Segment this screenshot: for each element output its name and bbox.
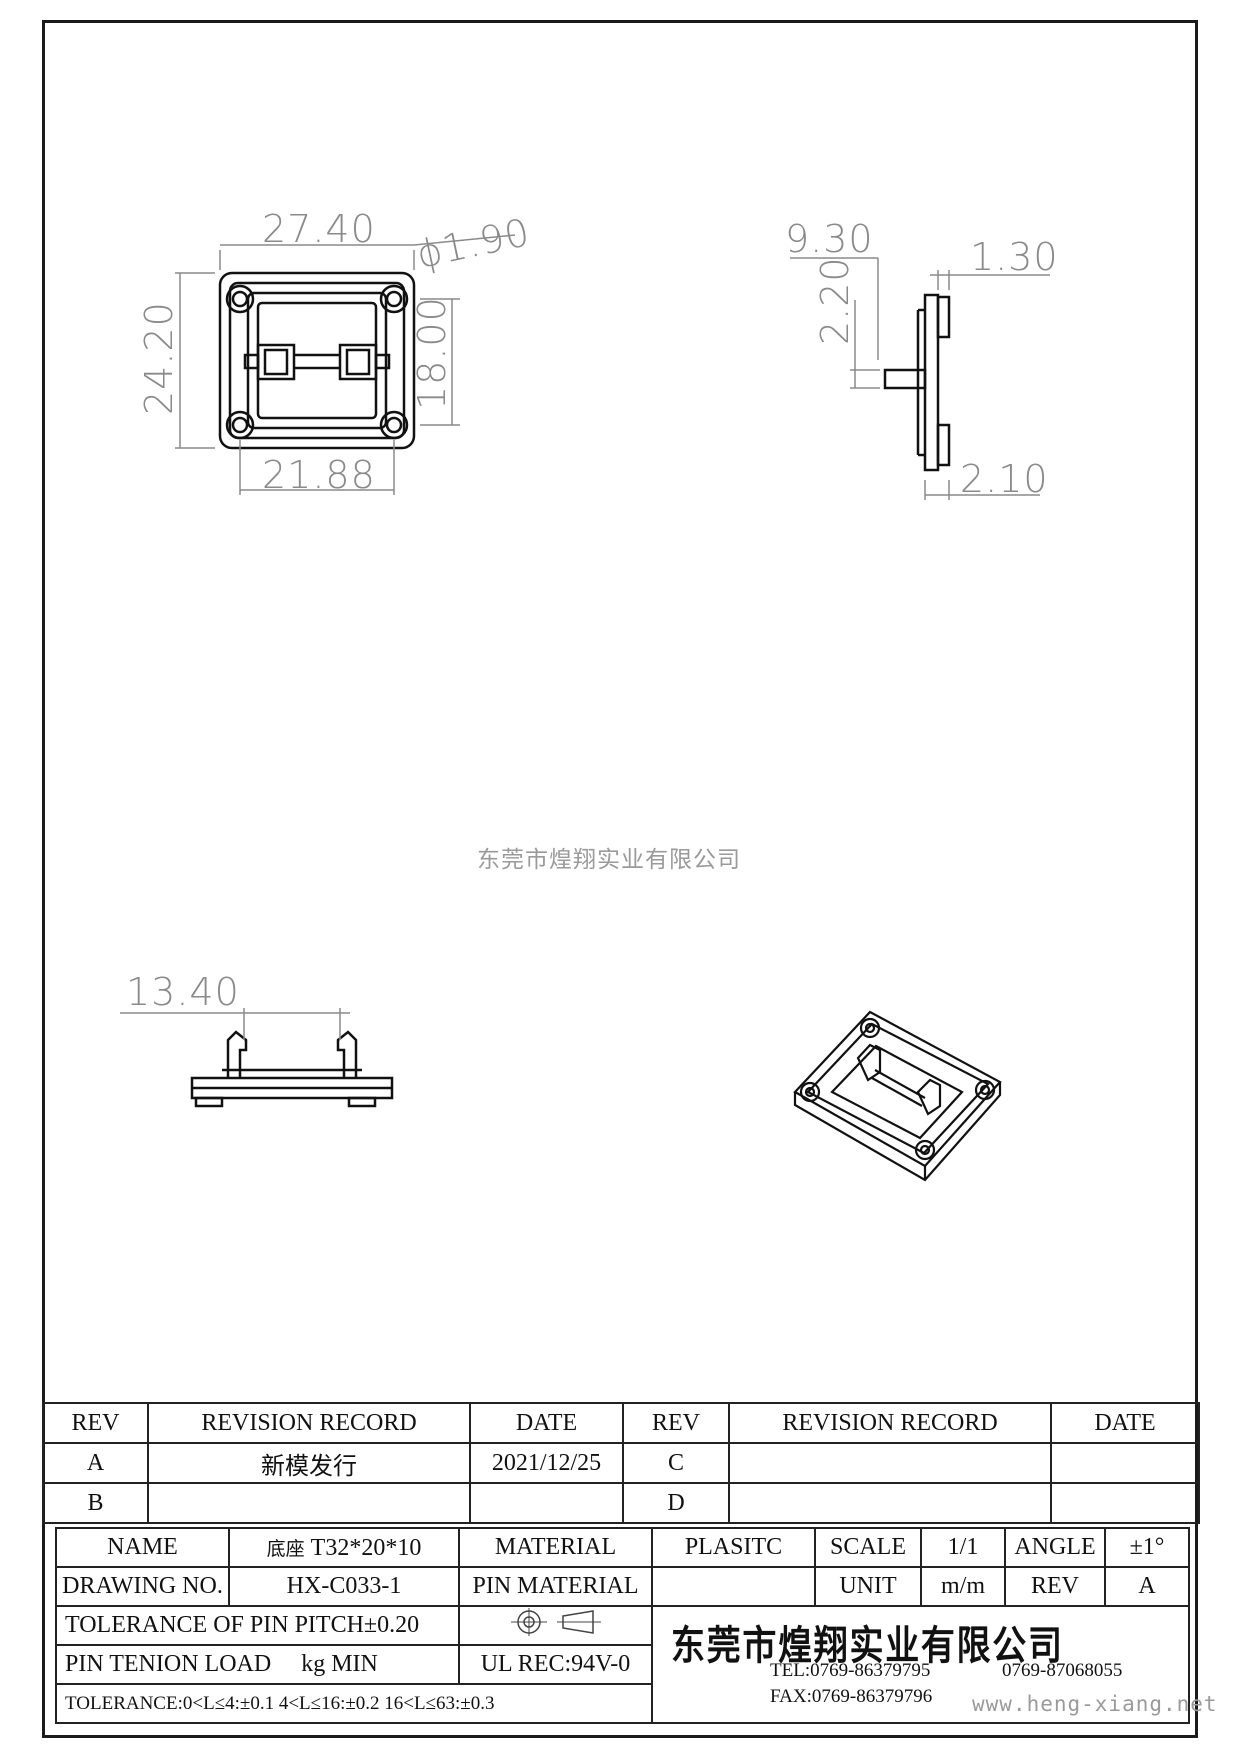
material-label: MATERIAL [458,1527,653,1568]
dim-inner-height: 18.00 [410,296,454,410]
ul-rec: UL REC:94V-0 [458,1644,653,1685]
name-value-spec: T32*20*10 [310,1534,422,1561]
rev-a-record: 新模发行 [147,1442,471,1484]
rev-value: A [1104,1566,1190,1607]
rev-d-record [728,1482,1052,1524]
rev-b: B [42,1482,149,1524]
angle-value: ±1° [1104,1527,1190,1568]
rev-d: D [622,1482,730,1524]
company-block: 东莞市煌翔实业有限公司 [651,1605,1190,1724]
dim-front-width: 13.40 [126,970,240,1014]
date-header-2: DATE [1050,1402,1200,1444]
drawing-no-label: DRAWING NO. [55,1566,230,1607]
material-value: PLASITC [651,1527,816,1568]
date-header: DATE [469,1402,624,1444]
projection-icon [510,1608,601,1636]
rev-c-date [1050,1442,1200,1484]
rev-b-date [469,1482,624,1524]
rev-c: C [622,1442,730,1484]
tolerance-pitch: TOLERANCE OF PIN PITCH±0.20 [55,1605,460,1646]
pin-material-label: PIN MATERIAL [458,1566,653,1607]
revision-record-header: REVISION RECORD [147,1402,471,1444]
unit-label: UNIT [814,1566,922,1607]
watermark-company: 东莞市煌翔实业有限公司 [477,847,741,873]
rev-header-2: REV [622,1402,730,1444]
pin-material-value [651,1566,816,1607]
pin-load-label: PIN TENION LOAD [65,1651,272,1677]
scale-label: SCALE [814,1527,922,1568]
pin-load-unit: kg MIN [301,1651,378,1677]
drawing-frame [42,20,1198,1738]
rev-label: REV [1004,1566,1106,1607]
rev-a-date: 2021/12/25 [469,1442,624,1484]
projection-symbol-cell [458,1605,653,1646]
revision-table: REV REVISION RECORD DATE REV REVISION RE… [42,1402,1200,1524]
side-view [883,293,951,472]
dim-side-thickness: 1.30 [970,235,1059,279]
dim-bottom-width: 21.88 [262,453,376,497]
rev-c-record [728,1442,1052,1484]
website-watermark: www.heng-xiang.net [972,1692,1218,1716]
side-view-dims [790,257,1050,500]
rev-d-date [1050,1482,1200,1524]
dim-top-width: 27.40 [262,207,376,251]
name-value-cn: 底座 [266,1537,305,1560]
angle-label: ANGLE [1004,1527,1106,1568]
unit-value: m/m [920,1566,1006,1607]
dim-side-width: 9.30 [785,217,874,261]
contact-fax: FAX:0769-86379796 [770,1686,933,1707]
drawing-no-value: HX-C033-1 [228,1566,460,1607]
tolerance-general: TOLERANCE:0<L≤4:±0.1 4<L≤16:±0.2 16<L≤63… [55,1683,653,1724]
rev-b-record [147,1482,471,1524]
front-view [190,1030,394,1108]
pin-load-cell: PIN TENION LOAD kg MIN [55,1644,460,1685]
top-view [218,271,416,450]
rev-header: REV [42,1402,149,1444]
dim-side-pin: 2.20 [813,256,857,345]
name-label: NAME [55,1527,230,1568]
top-view-dims [175,234,516,495]
rev-a: A [42,1442,149,1484]
contact-tel-2: 0769-87068055 [1002,1660,1123,1681]
scale-value: 1/1 [920,1527,1006,1568]
contact-tel: TEL:0769-86379795 [770,1660,931,1681]
revision-record-header-2: REVISION RECORD [728,1402,1052,1444]
dim-side-base: 2.10 [960,457,1049,501]
dim-height: 24.20 [137,301,181,415]
isometric-view [793,1010,1002,1182]
front-view-dims [120,1008,350,1040]
company-name: 东莞市煌翔实业有限公司 [671,1623,1064,1669]
title-block: NAME 底座 T32*20*10 MATERIAL PLASITC SCALE… [55,1527,1190,1724]
name-value: 底座 T32*20*10 [228,1527,460,1568]
dim-hole-diameter: ϕ1.90 [413,210,534,277]
